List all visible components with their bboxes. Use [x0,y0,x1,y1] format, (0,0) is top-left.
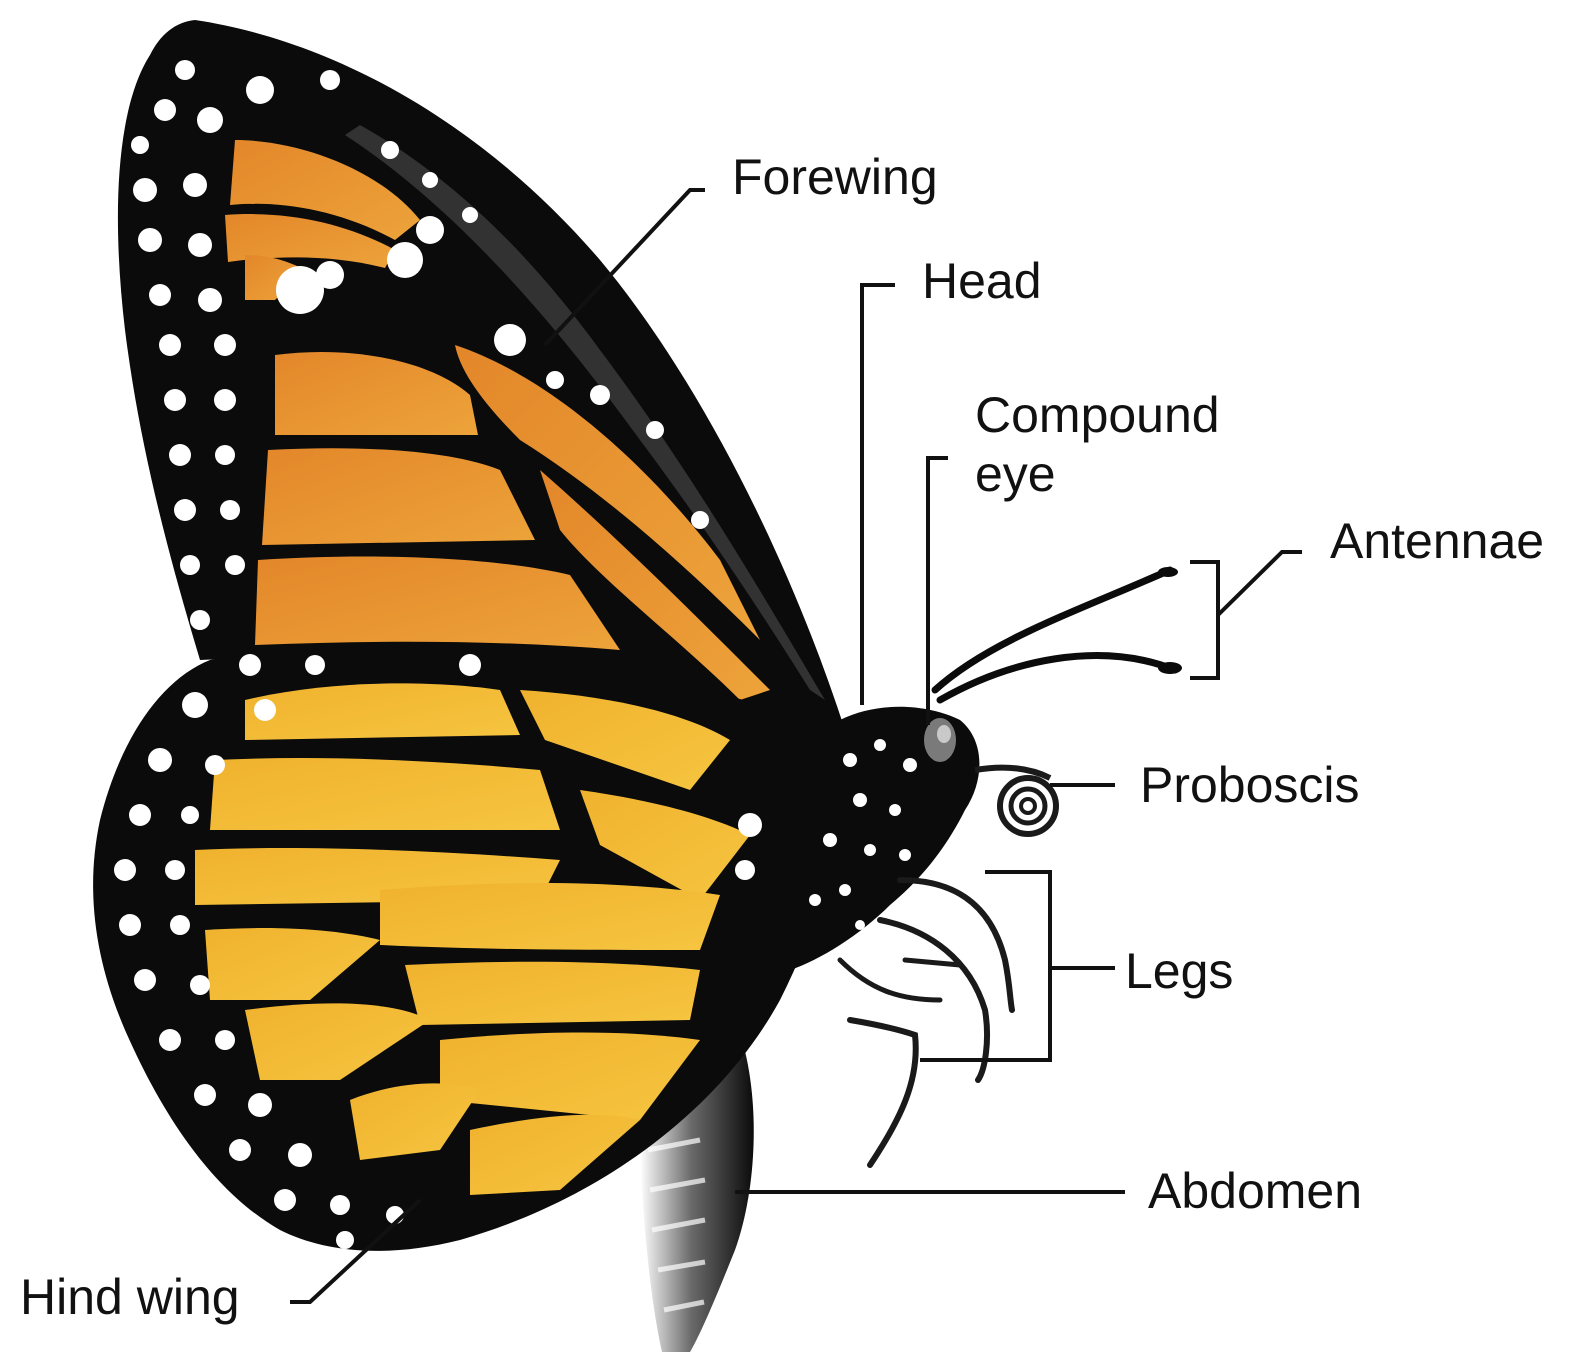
label-compound-eye-line1: Compound [975,386,1220,445]
antennae-leader [1218,552,1302,615]
head-leader [862,285,895,705]
label-hind-wing: Hind wing [20,1268,240,1327]
label-compound-eye: Compound eye [975,386,1220,504]
label-legs: Legs [1125,942,1233,1001]
label-forewing: Forewing [732,148,938,207]
proboscis-shape [975,768,1056,834]
label-antennae: Antennae [1330,512,1544,571]
antennae-shape [935,567,1182,700]
label-abdomen: Abdomen [1148,1162,1362,1221]
label-head: Head [922,252,1042,311]
label-compound-eye-line2: eye [975,445,1220,504]
label-proboscis: Proboscis [1140,756,1360,815]
antennae-bracket [1190,562,1218,678]
forewing-shape [118,20,845,750]
